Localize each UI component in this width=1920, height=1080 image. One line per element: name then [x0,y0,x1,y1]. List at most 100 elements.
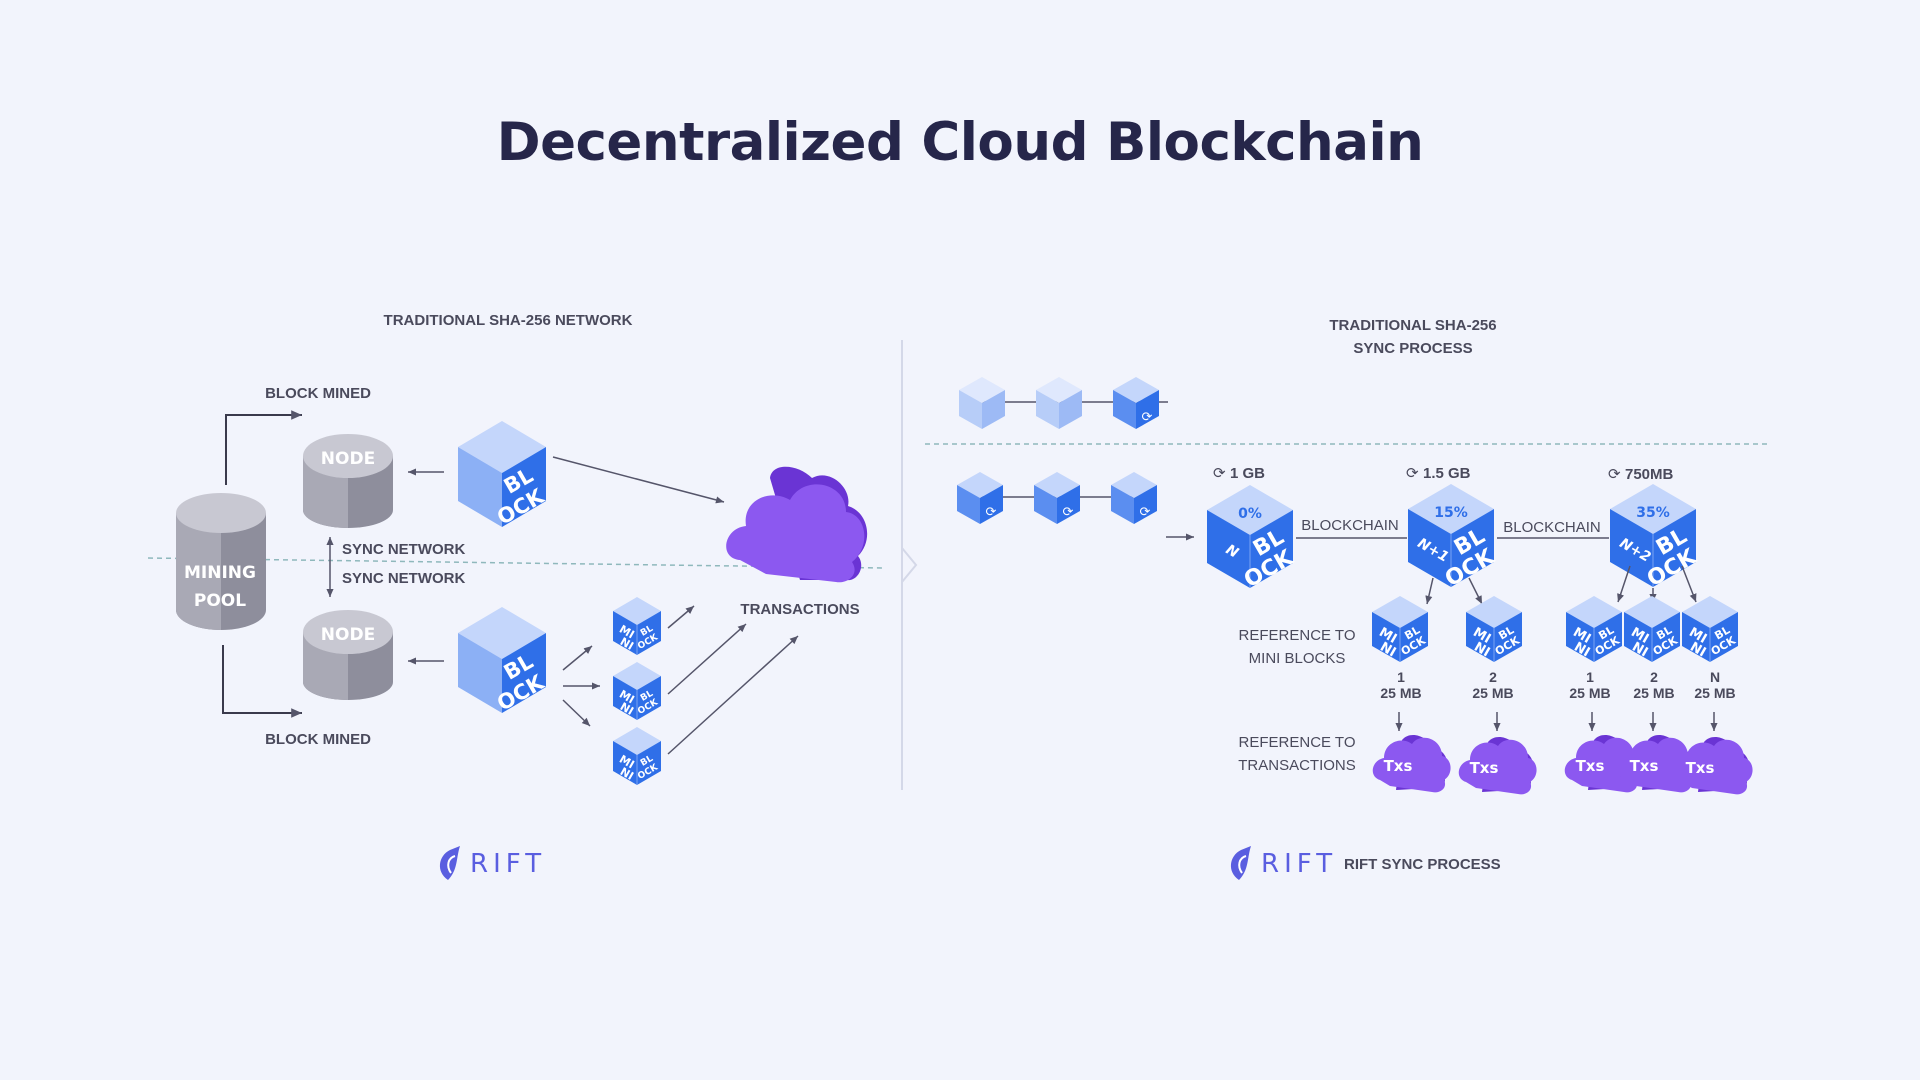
mini-label-b: NI [1571,640,1592,661]
sync-chain-block-3: ⟳ [1111,472,1157,524]
block-to-cloud-arrow [552,456,725,504]
page-title: Decentralized Cloud Blockchain [496,112,1424,173]
size-sync-icon-1: ⟳ [1213,464,1226,482]
mini-block-right-1: MI NI BL OCK [1372,596,1428,662]
mini-label-b: NI [1377,640,1398,661]
block-n-size: 1 GB [1230,465,1265,482]
mini-block-left-1: MI NI BL OCK [613,597,661,655]
size-sync-icon-3: ⟳ [1608,465,1621,483]
divider-chevron [901,547,918,583]
ref-mini-label-1: REFERENCE TO [1239,627,1356,644]
main-block-n: 0% N BL OCK [1207,485,1298,593]
mini-block-right-3: MI NI BL OCK [1566,596,1622,662]
txs-label-5: Txs [1686,759,1715,777]
main-block-n1: 15% N+1 BL OCK [1408,484,1499,592]
transactions-label: TRANSACTIONS [740,601,859,618]
block-n-percent: 0% [1238,506,1262,522]
txs-label-2: Txs [1470,759,1499,777]
txs-cloud-1: Txs [1372,734,1451,793]
rift-logo-right: RIFT [1230,846,1337,880]
mini-block-left-2: MI NI BL OCK [613,662,661,720]
mining-pool-label-2: POOL [194,591,246,611]
mini-label-b: NI [618,765,636,783]
size-sync-icon-2: ⟳ [1406,464,1419,482]
sync-chain-block-1: ⟳ [957,472,1003,524]
sync-icon: ⟳ [986,505,997,520]
mini-label-b: NI [1687,640,1708,661]
right-heading-2: SYNC PROCESS [1353,340,1472,357]
ref-tx-label-1: REFERENCE TO [1239,734,1356,751]
rift-sync-footer: RIFT SYNC PROCESS [1344,856,1501,873]
block-cube-top: BL OCK [458,421,549,530]
sync-chain-block-2: ⟳ [1034,472,1080,524]
node-top-label: NODE [321,449,375,469]
n2-to-mini-arrow-3 [1681,565,1697,603]
transactions-cloud [726,466,868,583]
node-cylinder-bottom: NODE [303,610,393,700]
n1-to-mini-arrow-1 [1425,577,1434,605]
mini-size-4: 25 MB [1633,685,1674,701]
main-block-n2: 35% N+2 BL OCK [1610,484,1701,592]
mini-num-4: 2 [1650,669,1658,685]
sync-icon: ⟳ [1063,505,1074,520]
mini-to-tx-arrow-3 [667,635,799,755]
n2-to-mini-arrow-1 [1617,565,1631,603]
txs-cloud-5: Txs [1674,736,1753,795]
trad-chain-block-3: ⟳ [1113,377,1159,429]
sync-network-label-1: SYNC NETWORK [342,541,466,558]
rift-logo-left: RIFT [439,846,546,880]
block-n1-size: 1.5 GB [1423,465,1471,482]
mini-label-b: NI [618,635,636,653]
mining-pool-cylinder: MINING POOL [176,493,266,630]
block-n2-percent: 35% [1636,505,1670,521]
txs-label-3: Txs [1576,757,1605,775]
mined-arrow-bottom [222,645,302,718]
mini-block-right-4: MI NI BL OCK [1624,596,1680,662]
blockchain-label-1: BLOCKCHAIN [1301,517,1399,534]
sync-icon: ⟳ [1140,505,1151,520]
mini-label-b: NI [1629,640,1650,661]
mini-label-b: NI [1471,640,1492,661]
sync-icon: ⟳ [1142,410,1153,425]
mini-num-5: N [1710,669,1720,685]
blockchain-label-2: BLOCKCHAIN [1503,519,1601,536]
rift-logo-text-right: RIFT [1261,849,1337,879]
ref-tx-label-2: TRANSACTIONS [1238,757,1356,774]
mined-arrow-top [225,410,302,485]
node-bottom-label: NODE [321,625,375,645]
mini-size-2: 25 MB [1472,685,1513,701]
left-heading: TRADITIONAL SHA-256 NETWORK [384,312,633,329]
block-n1-percent: 15% [1434,505,1468,521]
rift-logo-icon [1230,846,1251,880]
sync-network-label-2: SYNC NETWORK [342,570,466,587]
mining-pool-label-1: MINING [184,563,256,583]
rift-logo-text-left: RIFT [470,849,546,879]
trad-chain-block-2 [1036,377,1082,429]
block-n2-size: 750MB [1625,466,1674,483]
block-mined-top-label: BLOCK MINED [265,385,371,402]
node-cylinder-top: NODE [303,434,393,528]
n1-to-mini-arrow-2 [1468,577,1483,605]
mini-size-3: 25 MB [1569,685,1610,701]
ref-mini-label-2: MINI BLOCKS [1249,650,1346,667]
block-mined-bottom-label: BLOCK MINED [265,731,371,748]
block-to-mini-arrow-1 [562,645,593,671]
mini-block-left-3: MI NI BL OCK [613,727,661,785]
mini-block-right-2: MI NI BL OCK [1466,596,1522,662]
mini-to-tx-arrow-2 [667,623,747,695]
mini-num-2: 2 [1489,669,1497,685]
txs-label-4: Txs [1630,757,1659,775]
mini-num-1: 1 [1397,669,1405,685]
txs-label-1: Txs [1384,757,1413,775]
txs-cloud-2: Txs [1458,736,1537,795]
mini-label-b: NI [618,700,636,718]
trad-chain-block-1 [959,377,1005,429]
rift-logo-icon [439,846,460,880]
mini-size-1: 25 MB [1380,685,1421,701]
right-heading-1: TRADITIONAL SHA-256 [1329,317,1496,334]
mini-block-right-5: MI NI BL OCK [1682,596,1738,662]
block-to-mini-arrow-3 [562,699,591,727]
mini-num-3: 1 [1586,669,1594,685]
